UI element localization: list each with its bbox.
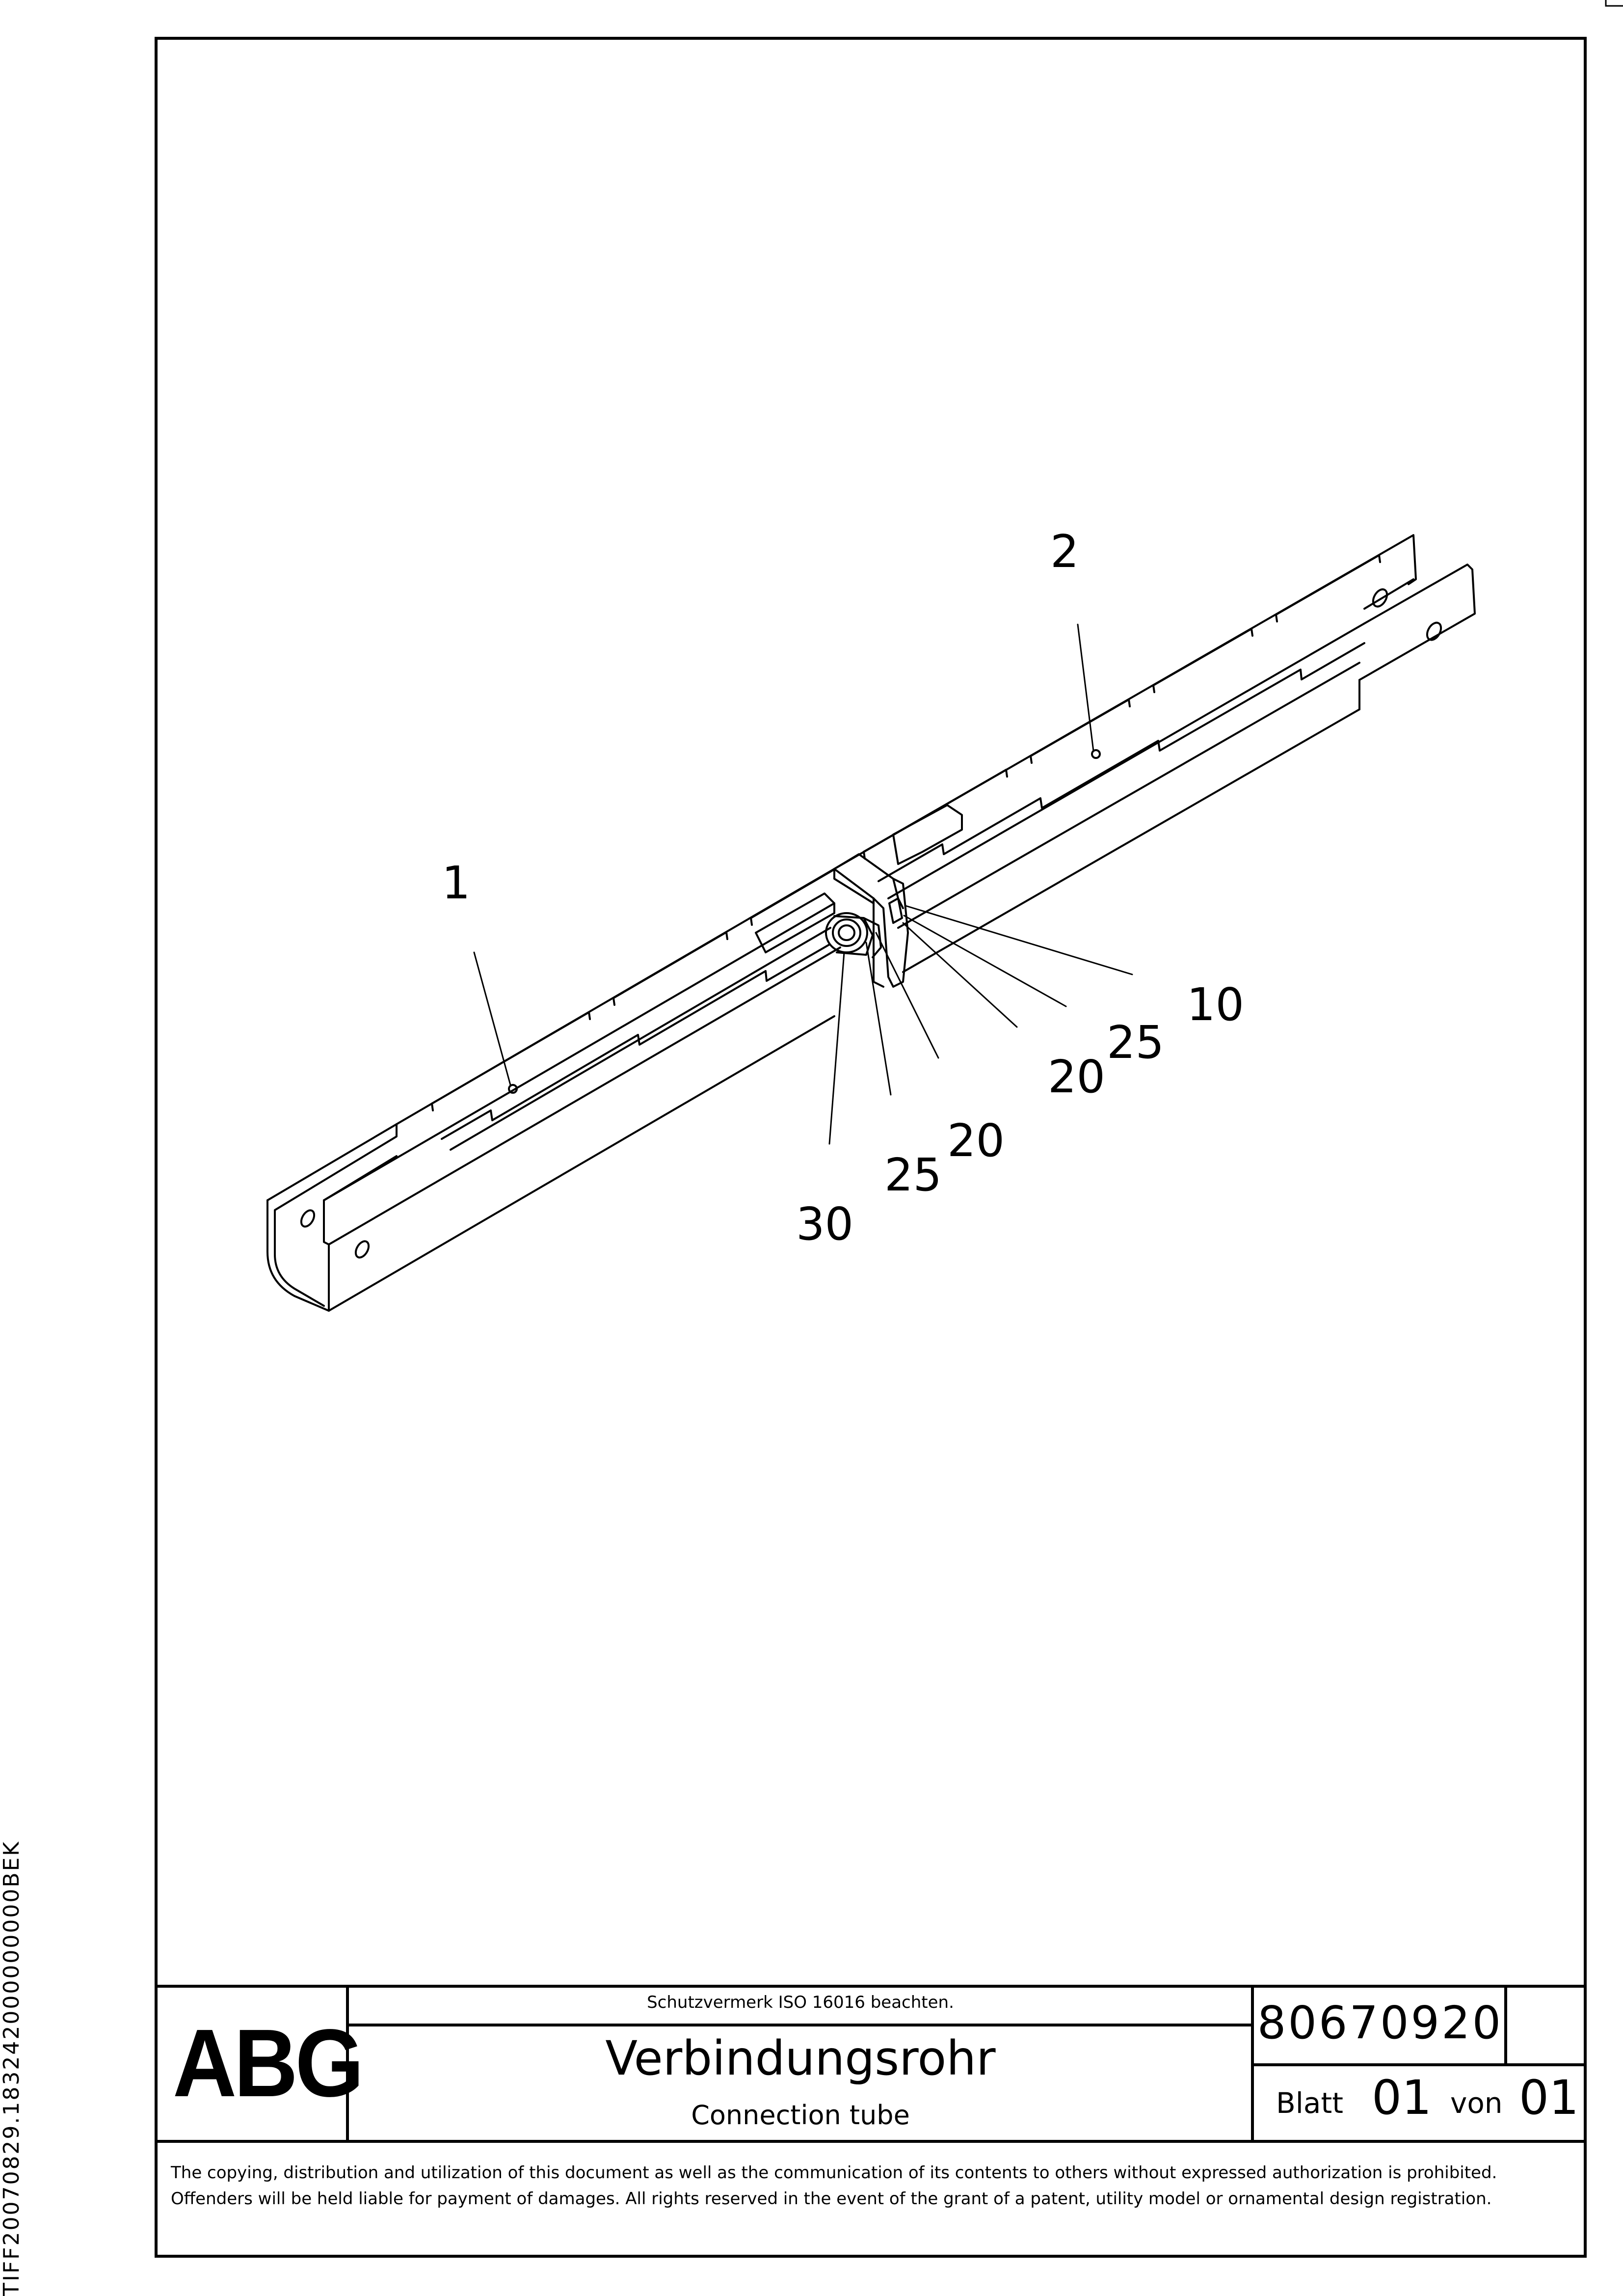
callout-10: 10 — [1187, 978, 1244, 1031]
drawing-title-german: Verbindungsrohr — [605, 2031, 996, 2086]
callout-2: 2 — [1050, 525, 1079, 578]
connection-tube-drawing — [266, 534, 1476, 1312]
drawing-title-english: Connection tube — [691, 2100, 910, 2131]
document-number: 80670920 — [1257, 1997, 1503, 2049]
sheet-total: 01 — [1519, 2070, 1579, 2125]
callout-20-right: 20 — [1048, 1051, 1105, 1103]
sheet-label: Blatt — [1276, 2086, 1343, 2120]
coupling-clamp — [825, 853, 909, 988]
title-block-frame — [156, 1985, 1585, 2143]
archive-code: TIFF20070829.183242000000000BEK — [0, 1840, 24, 2296]
callout-25-right: 25 — [1107, 1016, 1164, 1069]
sheet-number: 01 — [1372, 2070, 1432, 2125]
part-1-channel — [266, 868, 841, 1312]
abg-logo: ABG — [173, 2009, 364, 2117]
of-label: von — [1450, 2086, 1503, 2120]
callout-30: 30 — [796, 1198, 853, 1250]
drawing-border — [155, 37, 1587, 2258]
callout-25-left: 25 — [884, 1149, 942, 1201]
callout-labels: 1 2 10 25 20 25 20 30 — [442, 525, 1244, 1250]
leader-lines — [473, 623, 1133, 1145]
protection-note: Schutzvermerk ISO 16016 beachten. — [647, 1993, 954, 2012]
callout-20-left: 20 — [947, 1114, 1005, 1167]
callout-1: 1 — [442, 857, 471, 909]
copyright-note: The copying, distribution and utilizatio… — [171, 2163, 1497, 2209]
part-2-channel — [833, 534, 1476, 973]
